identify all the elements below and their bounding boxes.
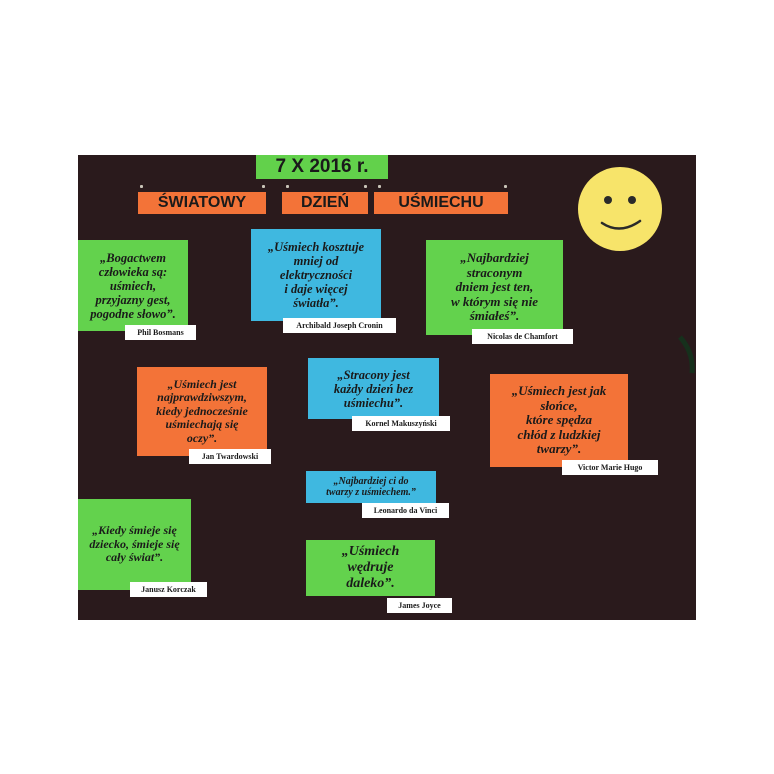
quote-text: „Bogactwem człowieka są: uśmiech, przyja…: [90, 250, 176, 321]
quote-card-hugo: „Uśmiech jest jak słońce, które spędza c…: [490, 374, 628, 467]
quote-card-makuszynski: „Stracony jest każdy dzień bez uśmiechu”…: [308, 358, 439, 419]
pin: [378, 185, 381, 188]
pin: [262, 185, 265, 188]
quote-card-joyce: „Uśmiech wędruje daleko”.: [306, 540, 435, 596]
author-label: Leonardo da Vinci: [362, 503, 449, 518]
quote-text: „Uśmiech kosztuje mniej od elektrycznośc…: [267, 240, 365, 310]
quote-text: „Najbardziej ci do twarzy z uśmiechem.”: [326, 475, 416, 498]
quote-text: „Uśmiech jest najprawdziwszym, kiedy jed…: [156, 376, 248, 445]
author-label: Jan Twardowski: [189, 449, 271, 464]
author-label: Victor Marie Hugo: [562, 460, 658, 475]
quote-card-cronin: „Uśmiech kosztuje mniej od elektrycznośc…: [251, 229, 381, 321]
title-word-swiatowy: ŚWIATOWY: [138, 192, 266, 214]
title-word-usmiechu: UŚMIECHU: [374, 192, 508, 214]
pin: [504, 185, 507, 188]
quote-text: „Uśmiech jest jak słońce, które spędza c…: [511, 383, 607, 457]
quote-text: „Kiedy śmieje się dziecko, śmieje się ca…: [89, 523, 180, 565]
quote-card-bosmans: „Bogactwem człowieka są: uśmiech, przyja…: [78, 240, 188, 331]
quote-card-chamfort: „Najbardziej straconym dniem jest ten, w…: [426, 240, 563, 335]
author-label: Phil Bosmans: [125, 325, 196, 340]
quote-text: „Najbardziej straconym dniem jest ten, w…: [450, 250, 539, 324]
smiley-face-icon: [578, 167, 662, 251]
plant-leaf-icon: [678, 335, 695, 374]
quote-text: „Uśmiech wędruje daleko”.: [341, 544, 400, 591]
author-label: Kornel Makuszyński: [352, 416, 450, 431]
title-word-dzien: DZIEŃ: [282, 192, 368, 214]
quote-card-korczak: „Kiedy śmieje się dziecko, śmieje się ca…: [78, 499, 191, 590]
quote-text: „Stracony jest każdy dzień bez uśmiechu”…: [333, 367, 414, 410]
author-label: James Joyce: [387, 598, 452, 613]
pin: [286, 185, 289, 188]
pin: [364, 185, 367, 188]
author-label: Archibald Joseph Cronin: [283, 318, 396, 333]
pin: [140, 185, 143, 188]
quote-card-da-vinci: „Najbardziej ci do twarzy z uśmiechem.”: [306, 471, 436, 503]
author-label: Nicolas de Chamfort: [472, 329, 573, 344]
quote-card-twardowski: „Uśmiech jest najprawdziwszym, kiedy jed…: [137, 367, 267, 456]
author-label: Janusz Korczak: [130, 582, 207, 597]
date-banner: 7 X 2016 r.: [256, 155, 388, 179]
bulletin-board: 7 X 2016 r. ŚWIATOWY DZIEŃ UŚMIECHU „Bog…: [78, 155, 696, 620]
